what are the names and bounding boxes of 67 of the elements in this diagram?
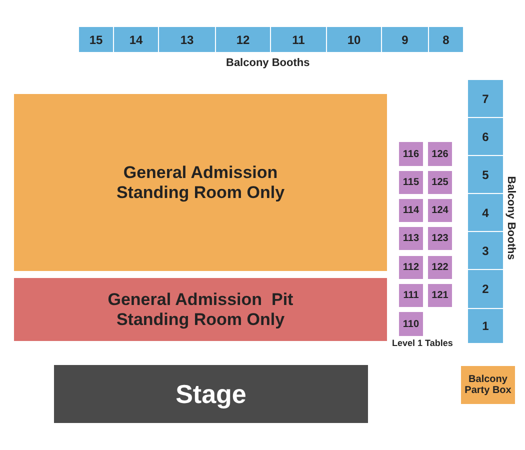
table-section <box>399 227 423 250</box>
table-section <box>399 199 423 222</box>
booth <box>468 232 503 269</box>
section-label: 7 <box>482 92 489 106</box>
table-section <box>428 142 452 166</box>
section-label: 14 <box>129 32 143 46</box>
booth <box>327 27 381 52</box>
section-label: 10 <box>347 32 361 46</box>
stage <box>54 365 368 423</box>
section-label: 8 <box>442 32 450 46</box>
section-label: 1 <box>482 319 489 333</box>
table-section <box>428 284 452 307</box>
section-label: 9 <box>402 32 408 46</box>
table-section <box>399 284 423 307</box>
section-label: 125 <box>432 177 448 188</box>
booth <box>216 27 270 52</box>
section-label: General Admission Pit Standing Room Only <box>106 290 294 330</box>
table-section <box>428 256 452 279</box>
booth <box>468 194 503 231</box>
section-label: 110 <box>402 318 420 330</box>
party-box <box>461 366 515 404</box>
booth <box>429 27 463 52</box>
booth <box>79 27 113 52</box>
table-section <box>399 142 423 166</box>
section-label: 122 <box>432 262 448 273</box>
section-label: 123 <box>432 233 448 244</box>
table-section <box>399 171 423 194</box>
section-label: 111 <box>403 290 419 301</box>
pit-area <box>14 278 387 341</box>
standing-area <box>14 94 387 271</box>
section-label: 126 <box>432 148 448 160</box>
section-label: 115 <box>402 177 420 188</box>
section-label: 15 <box>89 32 103 46</box>
area-label: Balcony Booths <box>504 176 517 260</box>
table-section <box>428 199 452 222</box>
section-label: 124 <box>432 205 448 216</box>
booth <box>468 156 503 193</box>
booth <box>271 27 326 52</box>
table-section <box>399 256 423 279</box>
section-label: 121 <box>432 290 448 301</box>
booth <box>382 27 428 52</box>
section-label: Stage <box>176 378 246 410</box>
section-label: 2 <box>482 282 489 296</box>
booth <box>114 27 158 52</box>
booth <box>468 118 503 155</box>
section-label: 13 <box>180 32 194 46</box>
section-label: 116 <box>402 148 420 160</box>
section-label: 112 <box>402 262 420 273</box>
section-label: 113 <box>402 233 420 244</box>
section-label: 114 <box>402 205 420 216</box>
section-label: 5 <box>482 168 489 182</box>
section-label: 12 <box>236 32 250 46</box>
booth <box>468 270 503 308</box>
booth <box>159 27 215 52</box>
section-label: 6 <box>482 130 489 144</box>
booth <box>468 309 503 343</box>
area-label: Level 1 Tables <box>392 338 453 348</box>
section-label: 11 <box>292 32 305 46</box>
table-section <box>428 171 452 194</box>
booth <box>468 80 503 117</box>
area-label: Balcony Booths <box>226 57 310 69</box>
section-label: General Admission Standing Room Only <box>115 162 286 202</box>
table-section <box>428 227 452 250</box>
section-label: Balcony Party Box <box>464 374 512 396</box>
section-label: 3 <box>482 244 489 258</box>
table-section <box>399 312 423 336</box>
section-label: 4 <box>482 206 489 220</box>
